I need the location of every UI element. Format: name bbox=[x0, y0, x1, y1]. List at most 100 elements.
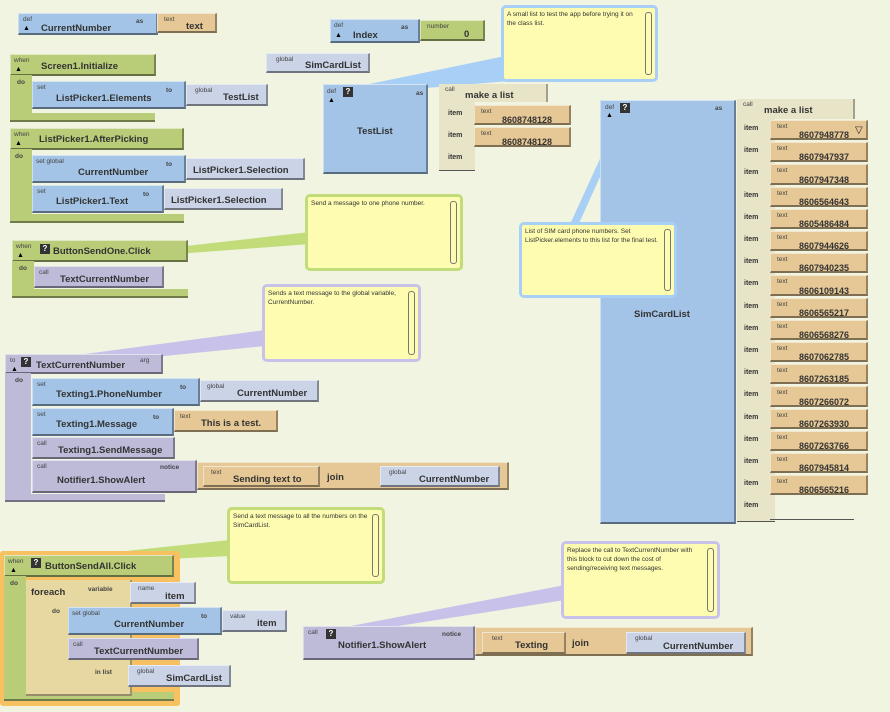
collapse-icon[interactable]: ▲ bbox=[10, 567, 17, 574]
number-literal-block[interactable]: number 0 bbox=[420, 20, 485, 41]
collapse-icon[interactable]: ▲ bbox=[606, 112, 613, 119]
comment-loose-alert[interactable]: Replace the call to TextCurrentNumber wi… bbox=[561, 541, 720, 619]
collapse-icon[interactable]: ▲ bbox=[15, 140, 22, 147]
collapse-icon[interactable]: ▲ bbox=[328, 97, 335, 104]
set-texting-message-block[interactable]: set Texting1.Message to bbox=[32, 408, 174, 436]
phone-number: 8606565216 bbox=[799, 485, 850, 496]
comment-scrollbar[interactable] bbox=[645, 12, 652, 75]
foreach-variable-name[interactable]: name item bbox=[130, 582, 196, 604]
call-texting-sendmessage-block[interactable]: call Texting1.SendMessage bbox=[32, 437, 175, 459]
item-socket-label: item bbox=[744, 347, 759, 354]
comment-scrollbar[interactable] bbox=[707, 548, 714, 612]
afterpicking-event[interactable]: when ▲ ListPicker1.AfterPicking bbox=[10, 128, 184, 150]
comment-scrollbar[interactable] bbox=[664, 229, 671, 291]
comment-scrollbar[interactable] bbox=[372, 514, 379, 577]
collapse-icon[interactable]: ▲ bbox=[23, 25, 30, 32]
help-icon[interactable]: ? bbox=[326, 629, 336, 639]
screen-initialize-event[interactable]: when ▲ Screen1.Initialize bbox=[10, 54, 156, 76]
global-currentnumber-getter[interactable]: global CurrentNumber bbox=[626, 632, 746, 654]
item-socket-label: item bbox=[744, 258, 759, 266]
comment-sim-card-list[interactable]: List of SIM card phone numbers. Set List… bbox=[519, 222, 677, 298]
buttonsendall-click-event[interactable]: when ▲ ? ButtonSendAll.Click bbox=[4, 555, 174, 577]
call-notifier-showalert-block[interactable]: call Notifier1.ShowAlert notice bbox=[32, 460, 197, 493]
collapse-icon[interactable]: ▲ bbox=[17, 252, 24, 259]
item-socket-label: item bbox=[744, 213, 759, 221]
phone-number: 8606564643 bbox=[799, 196, 850, 207]
listpicker-selection-getter[interactable]: ListPicker1.Selection bbox=[164, 188, 283, 210]
make-list-block[interactable]: call make a list bbox=[737, 99, 855, 119]
item-socket-label: item bbox=[448, 110, 463, 117]
procedure-textcurrentnumber-block[interactable]: to ▲ ? TextCurrentNumber arg bbox=[5, 354, 163, 374]
text-literal-block[interactable]: text Sending text to bbox=[203, 466, 320, 487]
help-icon[interactable]: ? bbox=[343, 87, 353, 97]
item-socket-label: item bbox=[744, 369, 759, 377]
call-textcurrentnumber-block[interactable]: call TextCurrentNumber bbox=[68, 638, 199, 660]
global-currentnumber-getter[interactable]: global CurrentNumber bbox=[380, 466, 500, 487]
global-simcardlist-getter[interactable]: global SimCardList bbox=[266, 53, 370, 73]
comment-test-list[interactable]: A small list to test the app before tryi… bbox=[501, 5, 658, 82]
def-current-number-block[interactable]: def ▲ CurrentNumber as bbox=[18, 13, 158, 35]
comment-scrollbar[interactable] bbox=[450, 201, 457, 264]
collapse-icon[interactable]: ▲ bbox=[11, 366, 18, 373]
set-listpicker-elements-block[interactable]: set ListPicker1.Elements to bbox=[32, 81, 186, 109]
collapse-icon[interactable]: ▲ bbox=[335, 32, 342, 39]
set-global-currentnumber-block[interactable]: set global CurrentNumber to bbox=[68, 607, 222, 635]
listpicker-selection-getter[interactable]: ListPicker1.Selection bbox=[186, 158, 305, 180]
phone-number: 8606565217 bbox=[799, 307, 850, 318]
set-global-currentnumber-block[interactable]: set global CurrentNumber to bbox=[32, 155, 186, 183]
phone-number: 8606109143 bbox=[799, 285, 850, 296]
set-texting-phonenumber-block[interactable]: set Texting1.PhoneNumber to bbox=[32, 378, 200, 406]
phone-number: 8607263185 bbox=[799, 374, 850, 385]
text-literal-block[interactable]: text Texting bbox=[482, 632, 566, 654]
def-index-block[interactable]: def ▲ Index as bbox=[330, 19, 420, 43]
buttonsendone-click-event[interactable]: when ▲ ? ButtonSendOne.Click bbox=[12, 240, 188, 262]
set-listpicker-text-block[interactable]: set ListPicker1.Text to bbox=[32, 185, 164, 213]
value-item-getter[interactable]: value item bbox=[222, 610, 287, 632]
global-currentnumber-getter[interactable]: global CurrentNumber bbox=[200, 380, 319, 402]
phone-number: 8607940235 bbox=[799, 263, 850, 274]
help-icon[interactable]: ? bbox=[620, 103, 630, 113]
help-icon[interactable]: ? bbox=[21, 357, 31, 367]
comment-scrollbar[interactable] bbox=[408, 291, 415, 355]
text-literal-block[interactable]: text text bbox=[157, 13, 217, 33]
phone-number: 8608748128 bbox=[502, 137, 553, 147]
collapse-icon[interactable]: ▲ bbox=[15, 66, 22, 73]
dropdown-icon[interactable]: ▽ bbox=[855, 125, 863, 136]
comment-text-current-number[interactable]: Sends a text message to the global varia… bbox=[262, 284, 421, 362]
global-simcardlist-getter[interactable]: global SimCardList bbox=[128, 665, 231, 687]
phone-number: 8607947348 bbox=[799, 174, 850, 185]
loose-notifier-showalert-block[interactable]: call ? Notifier1.ShowAlert notice bbox=[303, 626, 475, 660]
make-list-block[interactable]: call make a list bbox=[439, 84, 548, 102]
text-literal-block[interactable]: text This is a test. bbox=[174, 410, 278, 432]
phone-number: 8607263766 bbox=[799, 440, 850, 451]
comment-send-one[interactable]: Send a message to one phone number. bbox=[305, 194, 463, 271]
global-testlist-getter[interactable]: global TestList bbox=[186, 84, 268, 106]
item-socket-label: item bbox=[448, 132, 463, 139]
help-icon[interactable]: ? bbox=[31, 558, 41, 568]
def-simcardlist-block[interactable]: def ▲ ? SimCardList as bbox=[600, 100, 736, 524]
help-icon[interactable]: ? bbox=[40, 244, 50, 254]
def-testlist-block[interactable]: def ▲ ? TestList as bbox=[323, 84, 428, 174]
call-textcurrentnumber-block[interactable]: call TextCurrentNumber bbox=[34, 266, 164, 288]
item-socket-label: item bbox=[744, 191, 759, 199]
comment-send-all[interactable]: Send a text message to all the numbers o… bbox=[227, 507, 385, 584]
